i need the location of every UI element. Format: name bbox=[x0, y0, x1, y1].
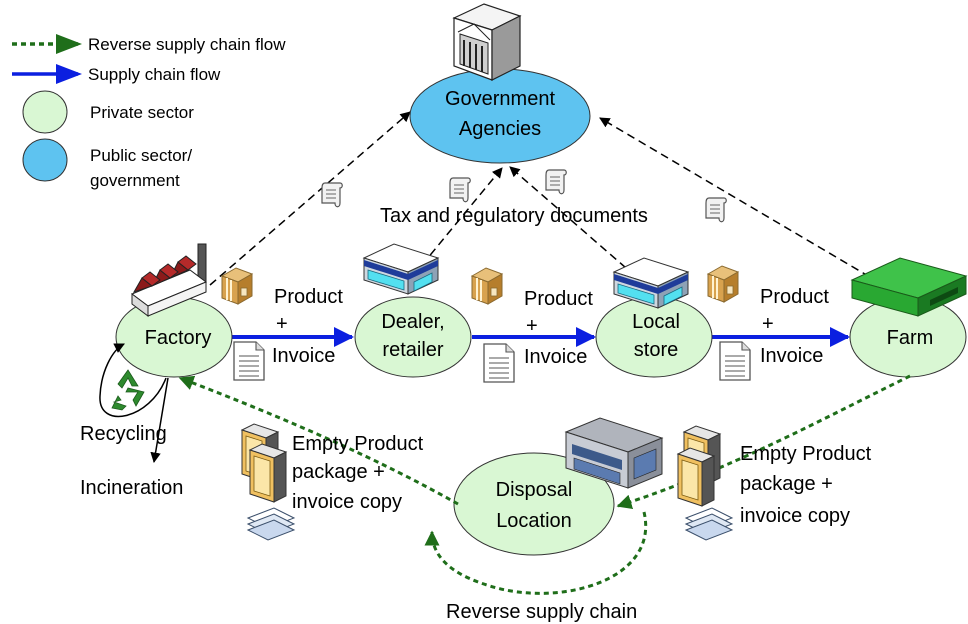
invoice-document-icon bbox=[719, 341, 751, 381]
regulatory-arrows bbox=[209, 111, 893, 291]
legend-supply-arrowhead bbox=[56, 64, 82, 84]
factory-icon bbox=[130, 243, 208, 317]
plus-label: + bbox=[276, 313, 288, 335]
recycling-label: Recycling bbox=[80, 423, 167, 445]
store-label-1: Local bbox=[632, 311, 680, 333]
recycling-loop bbox=[99, 343, 169, 464]
incineration-arrow bbox=[150, 377, 169, 464]
recycle-icon bbox=[111, 369, 145, 411]
empty-package-label-2: package + bbox=[740, 473, 833, 495]
product-box-icon bbox=[471, 267, 503, 305]
reverse-supply-chain-loop bbox=[424, 511, 648, 595]
scroll-document-icon bbox=[705, 197, 727, 223]
incineration-label: Incineration bbox=[80, 477, 183, 499]
government-building-icon bbox=[452, 3, 522, 81]
tax-documents-label: Tax and regulatory documents bbox=[380, 205, 648, 227]
government-label-2: Agencies bbox=[459, 118, 541, 140]
legend-private-label: Private sector bbox=[90, 103, 194, 122]
legend: Reverse supply chain flow Supply chain f… bbox=[12, 34, 286, 190]
product-label: Product bbox=[760, 286, 829, 308]
legend-public-label-1: Public sector/ bbox=[90, 146, 192, 165]
legend-supply-label: Supply chain flow bbox=[88, 65, 221, 84]
farm-to-disposal-arrow bbox=[616, 374, 911, 510]
farm-box-icon bbox=[850, 257, 968, 317]
legend-reverse-arrowhead bbox=[56, 34, 82, 54]
factory-to-gov-arrow bbox=[209, 111, 411, 286]
empty-package-icon bbox=[249, 443, 287, 503]
invoice-document-icon bbox=[233, 341, 265, 381]
invoice-copy-stack-icon bbox=[247, 507, 295, 541]
empty-package-label-3: invoice copy bbox=[292, 491, 402, 513]
disposal-location-node bbox=[453, 452, 615, 556]
invoice-label: Invoice bbox=[524, 346, 587, 368]
plus-label: + bbox=[526, 315, 538, 337]
disposal-label-2: Location bbox=[496, 510, 572, 532]
product-label: Product bbox=[524, 288, 593, 310]
dealer-retailer-node bbox=[354, 296, 472, 378]
invoice-copy-stack-icon bbox=[685, 507, 733, 541]
legend-public-label-2: government bbox=[90, 171, 180, 190]
empty-package-label-1: Empty Product bbox=[292, 433, 424, 455]
farm-label: Farm bbox=[887, 327, 934, 349]
legend-reverse-label: Reverse supply chain flow bbox=[88, 35, 286, 54]
empty-package-label-2: package + bbox=[292, 461, 385, 483]
local-store-node bbox=[595, 296, 713, 378]
dealer-to-gov-arrow bbox=[421, 167, 503, 266]
legend-private-swatch bbox=[22, 90, 68, 134]
dealer-shop-icon bbox=[363, 243, 439, 295]
scroll-document-icon bbox=[449, 177, 471, 203]
reverse-arrows bbox=[178, 374, 911, 595]
scroll-document-icon bbox=[545, 169, 567, 195]
product-label: Product bbox=[274, 286, 343, 308]
factory-label: Factory bbox=[145, 327, 212, 349]
legend-public-swatch bbox=[22, 138, 68, 182]
government-agencies-node bbox=[409, 68, 591, 164]
invoice-label: Invoice bbox=[760, 345, 823, 367]
product-box-icon bbox=[707, 265, 739, 303]
invoice-label: Invoice bbox=[272, 345, 335, 367]
reverse-supply-chain-label: Reverse supply chain bbox=[446, 601, 637, 623]
farm-to-gov-arrow bbox=[599, 117, 893, 291]
invoice-document-icon bbox=[483, 343, 515, 383]
scroll-document-icon bbox=[321, 182, 343, 208]
disposal-label-1: Disposal bbox=[496, 479, 573, 501]
disposal-building-icon bbox=[564, 417, 664, 489]
product-box-icon bbox=[221, 267, 253, 305]
empty-package-label-3: invoice copy bbox=[740, 505, 850, 527]
plus-label: + bbox=[762, 313, 774, 335]
government-label-1: Government bbox=[445, 88, 555, 110]
empty-package-icon bbox=[677, 447, 715, 507]
dealer-label-1: Dealer, bbox=[381, 311, 444, 333]
store-label-2: store bbox=[634, 339, 678, 361]
dealer-label-2: retailer bbox=[382, 339, 443, 361]
empty-package-label-1: Empty Product bbox=[740, 443, 872, 465]
